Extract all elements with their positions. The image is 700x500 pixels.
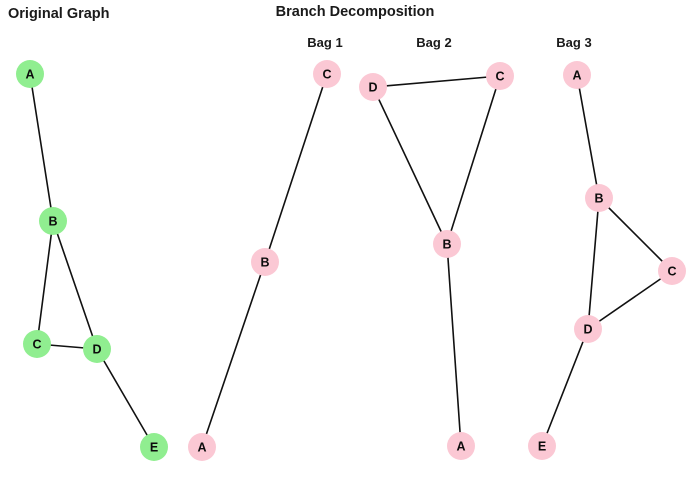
bag-3-graph: A B C D E [528, 61, 686, 460]
node-circle-A[interactable] [447, 432, 475, 460]
edge-C-B [446, 75, 501, 245]
bag-3-graph-edges [541, 74, 673, 447]
original-graph-nodes: A B C D E [16, 60, 168, 461]
node-label-D: D [583, 323, 592, 337]
node-label-C: C [667, 265, 676, 279]
bag-1-graph: C B A [188, 60, 341, 461]
node-label-A: A [25, 68, 34, 82]
node-circle-C[interactable] [658, 257, 686, 285]
node-circle-C[interactable] [486, 62, 514, 90]
node-circle-A[interactable] [563, 61, 591, 89]
node-A[interactable]: A [16, 60, 44, 88]
branch-decomposition-title: Branch Decomposition [276, 4, 435, 20]
bag-2-graph-edges [372, 75, 501, 447]
node-label-D: D [92, 343, 101, 357]
node-B[interactable]: B [251, 248, 279, 276]
bag-1-graph-nodes: C B A [188, 60, 341, 461]
bag-labels-group: Bag 1 Bag 2 Bag 3 [307, 35, 591, 50]
node-circle-A[interactable] [16, 60, 44, 88]
node-A[interactable]: A [563, 61, 591, 89]
node-E[interactable]: E [140, 433, 168, 461]
edge-D-B [372, 86, 448, 245]
titles-group: Original Graph Branch Decomposition [8, 4, 434, 22]
edge-B-A [201, 261, 266, 448]
bag-1-graph-edges [201, 73, 328, 448]
node-circle-A[interactable] [188, 433, 216, 461]
edge-C-B [264, 73, 328, 263]
node-circle-B[interactable] [433, 230, 461, 258]
node-label-A: A [197, 441, 206, 455]
node-E[interactable]: E [528, 432, 556, 460]
node-D[interactable]: D [83, 335, 111, 363]
node-A[interactable]: A [447, 432, 475, 460]
node-label-B: B [48, 215, 57, 229]
edge-D-C [372, 75, 501, 88]
node-C[interactable]: C [23, 330, 51, 358]
edge-C-D [587, 270, 673, 330]
node-B[interactable]: B [433, 230, 461, 258]
node-B[interactable]: B [585, 184, 613, 212]
node-D[interactable]: D [359, 73, 387, 101]
node-C[interactable]: C [313, 60, 341, 88]
edge-A-B [576, 74, 600, 199]
bag-label-2: Bag 2 [416, 35, 451, 50]
edge-B-A [446, 243, 462, 447]
original-graph-edges [29, 73, 155, 448]
node-circle-B[interactable] [39, 207, 67, 235]
node-circle-C[interactable] [313, 60, 341, 88]
node-label-E: E [150, 441, 158, 455]
node-label-D: D [368, 81, 377, 95]
node-circle-C[interactable] [23, 330, 51, 358]
node-label-B: B [442, 238, 451, 252]
node-D[interactable]: D [574, 315, 602, 343]
node-label-C: C [32, 338, 41, 352]
node-label-C: C [495, 70, 504, 84]
node-circle-D[interactable] [574, 315, 602, 343]
node-label-B: B [594, 192, 603, 206]
node-label-A: A [572, 69, 581, 83]
node-label-A: A [456, 440, 465, 454]
original-graph-title: Original Graph [8, 6, 110, 22]
edge-B-C [598, 197, 673, 272]
edge-B-D [52, 220, 98, 350]
edge-B-D [587, 197, 600, 330]
node-circle-D[interactable] [83, 335, 111, 363]
node-circle-E[interactable] [528, 432, 556, 460]
edge-B-C [36, 220, 54, 345]
node-label-B: B [260, 256, 269, 270]
bag-2-graph: D C B A [359, 62, 514, 460]
edge-A-B [29, 73, 54, 222]
node-label-C: C [322, 68, 331, 82]
node-C[interactable]: C [658, 257, 686, 285]
bag-3-graph-nodes: A B C D E [528, 61, 686, 460]
node-B[interactable]: B [39, 207, 67, 235]
node-C[interactable]: C [486, 62, 514, 90]
edge-D-E [96, 348, 155, 448]
bag-label-3: Bag 3 [556, 35, 591, 50]
node-circle-B[interactable] [585, 184, 613, 212]
node-circle-B[interactable] [251, 248, 279, 276]
original-graph: A B C D E [16, 60, 168, 461]
edge-D-E [541, 328, 589, 447]
bag-2-graph-nodes: D C B A [359, 62, 514, 460]
graphs-group: A B C D E C B A D C B A A B C D E [16, 60, 686, 461]
node-circle-E[interactable] [140, 433, 168, 461]
node-circle-D[interactable] [359, 73, 387, 101]
node-A[interactable]: A [188, 433, 216, 461]
bag-label-1: Bag 1 [307, 35, 342, 50]
node-label-E: E [538, 440, 546, 454]
